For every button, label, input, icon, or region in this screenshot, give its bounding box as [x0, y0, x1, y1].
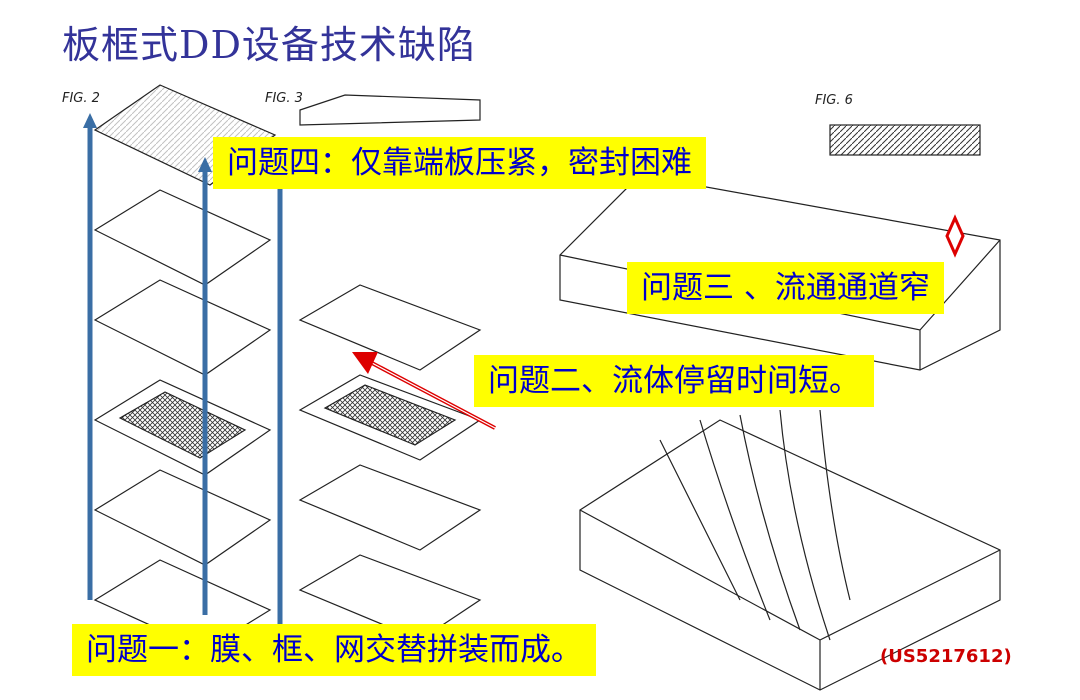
patent-number: (US5217612): [880, 646, 1012, 667]
callout-problem-2: 问题二、流体停留时间短。: [474, 355, 874, 407]
callout-problem-4: 问题四：仅靠端板压紧，密封困难: [213, 137, 706, 189]
fig3-plate-stack: [298, 94, 482, 641]
flow-arrows: [83, 113, 965, 643]
slide-title: 板框式DD设备技术缺陷: [62, 23, 476, 67]
callout-problem-1: 问题一：膜、框、网交替拼装而成。: [72, 624, 596, 676]
fig3-label: FIG. 3: [265, 91, 303, 106]
fig6-assembly: [559, 124, 1001, 691]
callout-problem-3: 问题三 、流通通道窄: [627, 262, 944, 314]
fig6-label: FIG. 6: [815, 93, 853, 108]
fig2-label: FIG. 2: [62, 91, 100, 106]
